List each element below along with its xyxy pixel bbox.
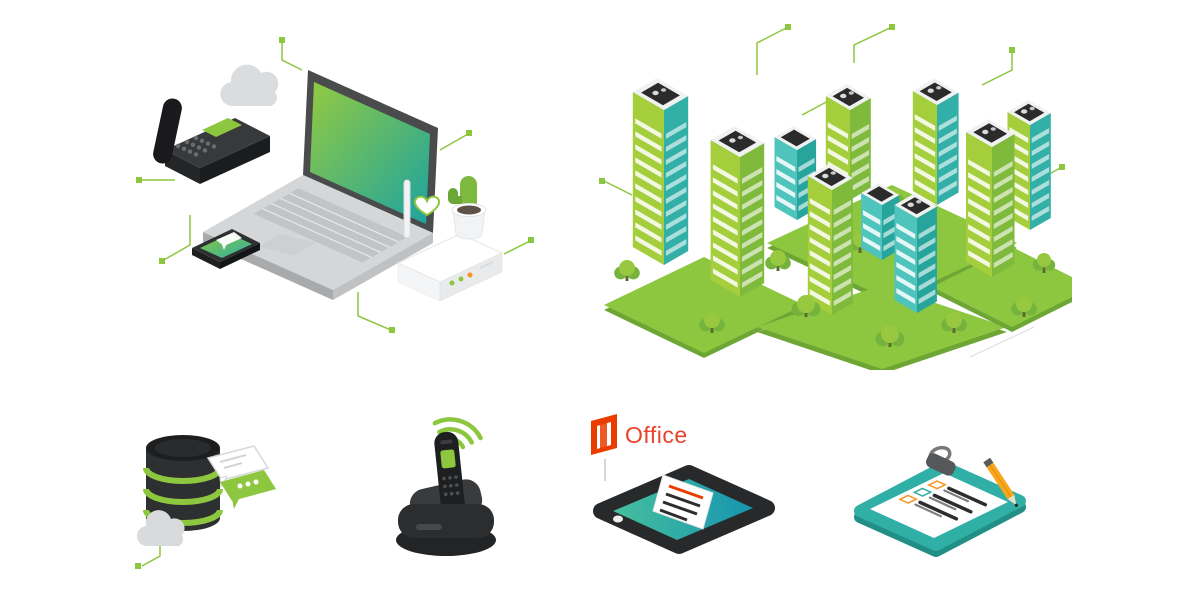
smartphone-screen — [200, 234, 252, 258]
phone-keypad — [175, 135, 217, 157]
heart-icon — [413, 195, 441, 217]
handset-keypad — [442, 475, 460, 497]
router-antenna — [403, 179, 411, 239]
office-tablet-illustration: Office — [591, 414, 775, 554]
clipboard-board — [854, 461, 1026, 557]
router-led-green — [449, 280, 455, 286]
city-circuit-nodes — [599, 24, 1065, 184]
cordless-phone-illustration — [396, 417, 496, 556]
circuit-lines — [140, 42, 531, 331]
checklist — [898, 480, 988, 521]
desk-scene-illustration — [136, 37, 534, 333]
cloud-icon — [136, 510, 185, 547]
db-circuit-line — [135, 544, 161, 569]
database-icon — [143, 435, 223, 531]
circuit-nodes — [136, 37, 534, 333]
city-illustration — [599, 24, 1072, 370]
office-logo-icon — [591, 414, 617, 455]
laptop-screen — [310, 82, 430, 224]
phone-screen — [202, 118, 242, 137]
chat-bubble-icon — [216, 232, 242, 246]
wifi-router — [396, 179, 504, 302]
database-messaging-illustration — [135, 435, 276, 569]
clipboard-illustration — [854, 445, 1026, 557]
clipboard-paper — [870, 473, 1008, 538]
smartphone — [192, 229, 260, 269]
city-circuit-lines — [603, 26, 1063, 196]
handset — [434, 431, 466, 518]
router-led-orange — [467, 272, 473, 278]
cloud-icon — [220, 64, 279, 107]
laptop-keyboard — [253, 188, 408, 263]
charging-base — [396, 504, 496, 556]
cactus-plant — [448, 176, 487, 240]
clipboard-clip — [925, 445, 956, 476]
handset-screen — [440, 449, 456, 469]
chat-bubbles-icon — [206, 445, 276, 509]
desk-phone — [153, 98, 270, 184]
document-icon — [652, 474, 714, 530]
city-buildings — [604, 78, 1072, 370]
pencil-icon — [983, 457, 1019, 507]
home-button — [613, 515, 623, 523]
office-wordmark: Office — [625, 422, 688, 448]
laptop-trackpad — [258, 234, 316, 256]
phone-handset — [153, 98, 182, 164]
